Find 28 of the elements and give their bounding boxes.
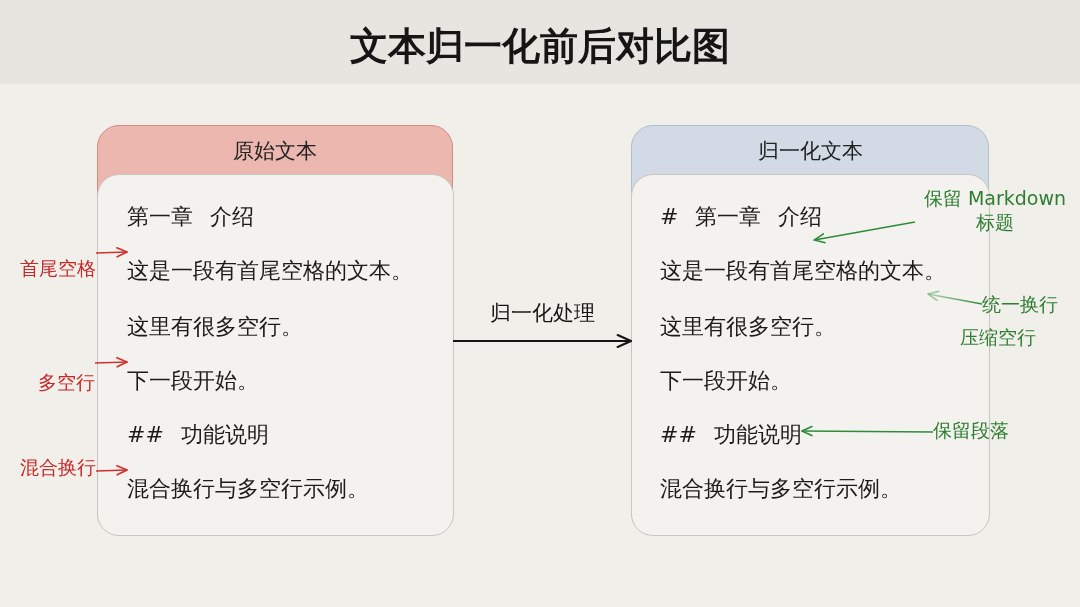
text-line: 第一章 介绍 bbox=[127, 194, 254, 240]
panel-title: 归一化文本 bbox=[757, 138, 863, 165]
annotation-label: 统一换行 bbox=[982, 292, 1058, 316]
text-line: 这里有很多空行。 bbox=[660, 304, 836, 350]
text-line: # 第一章 介绍 bbox=[660, 194, 823, 240]
arrow bbox=[801, 425, 934, 437]
text-line: 下一段开始。 bbox=[660, 358, 792, 404]
text-line: ## 功能说明 bbox=[127, 412, 269, 458]
text-line: 混合换行与多空行示例。 bbox=[660, 466, 902, 512]
arrow bbox=[927, 290, 983, 305]
text-line: ## 功能说明 bbox=[660, 412, 802, 458]
arrow bbox=[452, 333, 633, 349]
annotation-label: 多空行 bbox=[38, 362, 95, 394]
text-line: 这是一段有首尾空格的文本。 bbox=[660, 248, 946, 294]
text-line: 下一段开始。 bbox=[127, 358, 259, 404]
annotation-label: 保留 Markdown 标题 bbox=[915, 186, 1075, 234]
panel-title: 原始文本 bbox=[233, 138, 317, 165]
annotation-label: 保留段落 bbox=[933, 418, 1009, 442]
text-line: 混合换行与多空行示例。 bbox=[127, 466, 369, 512]
text-line: 这是一段有首尾空格的文本。 bbox=[127, 248, 413, 294]
edge-label: 归一化处理 bbox=[489, 300, 595, 327]
annotation-label: 压缩空行 bbox=[960, 325, 1036, 349]
annotation-label: 首尾空格 bbox=[20, 248, 96, 280]
diagram-title: 文本归一化前后对比图 bbox=[350, 23, 730, 70]
text-line: 这里有很多空行。 bbox=[127, 304, 303, 350]
arrow bbox=[813, 221, 916, 244]
arrow bbox=[94, 357, 128, 368]
annotation-label: 混合换行 bbox=[20, 447, 96, 479]
